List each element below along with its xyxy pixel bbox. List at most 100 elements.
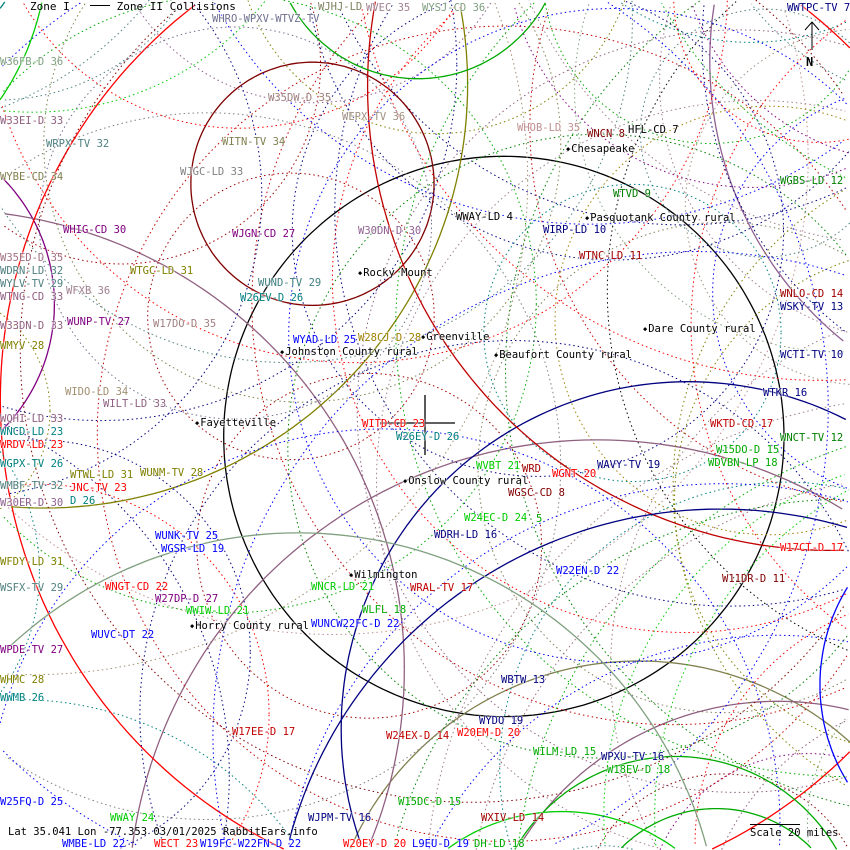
station-label[interactable]: WGSR-LD 19 <box>161 543 225 555</box>
station-label[interactable]: W26EV-D 26 <box>240 292 304 304</box>
station-label[interactable]: WIRP-LD 10 <box>543 224 607 236</box>
station-label[interactable]: D 26 <box>70 495 96 507</box>
station-label[interactable]: W36FB-D 36 <box>0 56 64 68</box>
station-label[interactable]: WDRN-LD 32 <box>0 265 64 277</box>
station-label[interactable]: W15DO-D 15 <box>716 444 780 456</box>
station-label[interactable]: WUVC-DT 22 <box>91 629 155 641</box>
station-label[interactable]: WNCN 8 <box>587 128 625 140</box>
station-label[interactable]: W24EX-D 14 <box>386 730 450 742</box>
station-label[interactable]: WDVBN-LP 18 <box>708 457 778 469</box>
station-label[interactable]: WNLO-CD 14 <box>780 288 844 300</box>
station-label[interactable]: WAVY-TV 19 <box>597 459 661 471</box>
station-label[interactable]: WYBE-CD 34 <box>0 171 64 183</box>
station-label[interactable]: WHOB-LD 35 <box>517 122 581 134</box>
station-label[interactable]: WRD <box>522 463 541 475</box>
station-label[interactable]: WJPM-TV 16 <box>308 812 372 824</box>
station-label[interactable]: WFXB 36 <box>66 285 111 297</box>
station-label[interactable]: WVBT 21 <box>476 460 521 472</box>
station-label[interactable]: WTVD 9 <box>613 188 651 200</box>
station-label[interactable]: WYAD-LD 25 <box>293 334 357 346</box>
station-label[interactable]: WDRH-LD 16 <box>434 529 498 541</box>
station-label[interactable]: WTNG-CD 33 <box>0 291 64 303</box>
station-label[interactable]: L9EU-D 19 <box>412 838 469 850</box>
station-label[interactable]: W25FQ-D 25 <box>0 796 64 808</box>
station-label[interactable]: WWAY 24 <box>110 812 155 824</box>
station-label[interactable]: W24EC-D 24 <box>464 512 528 524</box>
station-label[interactable]: WHIG-CD 30 <box>63 224 127 236</box>
station-label[interactable]: WIDO-LD 34 <box>65 386 129 398</box>
station-label[interactable]: WFDY-LD 31 <box>0 556 64 568</box>
station-label[interactable]: WWTPC-TV 7 <box>787 2 850 14</box>
station-label[interactable]: W17CT-D 17 <box>780 542 844 554</box>
station-label[interactable]: WTWL-LD 31 <box>70 469 134 481</box>
station-label[interactable]: W19FC-W22FN-D 22 <box>200 838 302 850</box>
station-label[interactable]: W30ER-D 30 <box>0 497 64 509</box>
station-label[interactable]: W33EI-D 33 <box>0 115 64 127</box>
station-label[interactable]: WJGC-LD 33 <box>180 166 244 178</box>
station-label[interactable]: WTKR 16 <box>763 387 808 399</box>
station-label[interactable]: W30DN-D 30 <box>358 225 422 237</box>
station-label[interactable]: WYDO 19 <box>479 715 524 727</box>
station-label[interactable]: WGPX-TV 26 <box>0 458 64 470</box>
station-label[interactable]: WMBF-TV 32 <box>0 480 64 492</box>
station-label[interactable]: W27DP-D 27 <box>155 593 219 605</box>
station-label[interactable]: WUNM-TV 28 <box>140 467 204 479</box>
station-label[interactable]: W17EE-D 17 <box>232 726 296 738</box>
station-label[interactable]: WVEC 35 <box>366 2 411 14</box>
station-label[interactable]: WBTW 13 <box>501 674 546 686</box>
station-label[interactable]: WGSC-CD 8 <box>508 487 565 499</box>
station-label[interactable]: WRDV-LD 23 <box>0 439 64 451</box>
station-label[interactable]: W11DR-D 11 <box>722 573 786 585</box>
station-label[interactable]: WUNP-TV 27 <box>67 316 131 328</box>
station-label[interactable]: W35ED-D 35 <box>0 252 64 264</box>
station-label[interactable]: DH-LD 18 <box>474 838 525 850</box>
station-label[interactable]: WJGN-CD 27 <box>232 228 296 240</box>
station-label[interactable]: WMYV 28 <box>0 340 45 352</box>
station-label[interactable]: W26EY-D 26 <box>396 431 460 443</box>
station-label[interactable]: W35DW-D 35 <box>268 92 332 104</box>
station-label[interactable]: WJHJ-LD <box>318 1 363 13</box>
station-label[interactable]: WNCD-LD 23 <box>0 426 64 438</box>
station-label[interactable]: WRPX-TV 32 <box>46 138 110 150</box>
station-label[interactable]: WITD-CD 23 <box>362 418 426 430</box>
station-label[interactable]: WXIV-LD 14 <box>481 812 545 824</box>
station-label[interactable]: W18EV-D 18 <box>607 764 671 776</box>
station-label[interactable]: WCTI-TV 10 <box>780 349 844 361</box>
station-label[interactable]: WLFL 18 <box>362 604 407 616</box>
station-label[interactable]: WHRO-WPXV-WTVZ-TV <box>212 13 320 25</box>
station-label[interactable]: WILT-LD 33 <box>103 398 167 410</box>
station-label[interactable]: W22EN-D 22 <box>556 565 620 577</box>
station-label[interactable]: WITN-TV 34 <box>222 136 286 148</box>
station-label[interactable]: WKTD-CD 17 <box>710 418 774 430</box>
station-label[interactable]: W33DN-D 33 <box>0 320 64 332</box>
station-label[interactable]: WGNT 20 <box>552 468 597 480</box>
station-label[interactable]: WTGC-LD 31 <box>130 265 194 277</box>
station-label[interactable]: W20EY-D 20 <box>343 838 407 850</box>
station-label[interactable]: WUNCW22FC-D 22 <box>311 618 400 630</box>
station-label[interactable]: WTNC-LD 11 <box>579 250 643 262</box>
station-label[interactable]: WMBE-LD 22 <box>62 838 126 850</box>
station-label[interactable]: WPXU-TV 16 <box>601 751 665 763</box>
station-label[interactable]: WNCT-TV 12 <box>780 432 844 444</box>
station-label[interactable]: WEPX-TV 36 <box>342 111 406 123</box>
station-label[interactable]: WSKY-TV 13 <box>780 301 844 313</box>
station-label[interactable]: WWMB 26 <box>0 692 45 704</box>
station-label[interactable]: W20EM-D 20 <box>457 727 521 739</box>
station-label[interactable]: WSFX-TV 29 <box>0 582 64 594</box>
station-label[interactable]: W17DO-D 35 <box>153 318 217 330</box>
station-label[interactable]: W28CJ-D 28 <box>358 332 422 344</box>
station-label[interactable]: WPDE-TV 27 <box>0 644 64 656</box>
station-label[interactable]: HFL-CD 7 <box>628 124 679 136</box>
station-label[interactable]: WUND-TV 29 <box>258 277 322 289</box>
station-label[interactable]: 5 <box>536 513 543 525</box>
station-label[interactable]: WWAY-LD 4 <box>456 211 513 223</box>
station-label[interactable]: WNGT-CD 22 <box>105 581 169 593</box>
station-label[interactable]: WHMC 28 <box>0 674 45 686</box>
station-label[interactable]: WECT 23 <box>154 838 199 850</box>
station-label[interactable]: WUNK-TV 25 <box>155 530 219 542</box>
station-label[interactable]: WNCR-LD 21 <box>311 581 375 593</box>
station-label[interactable]: W15DC-D 15 <box>398 796 462 808</box>
station-label[interactable]: WYSJ-CD 36 <box>422 2 486 14</box>
station-label[interactable]: WYLV-TV 29 <box>0 278 64 290</box>
